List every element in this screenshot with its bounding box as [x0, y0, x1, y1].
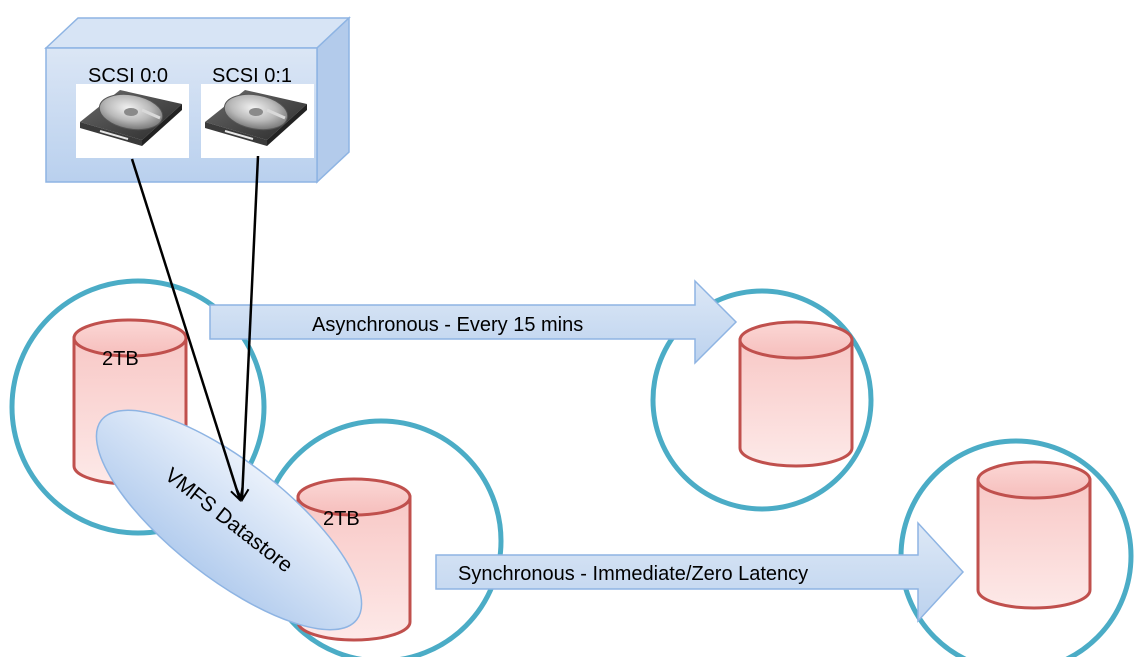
disk-scsi-0-1: SCSI 0:1: [201, 65, 314, 158]
disk-to-datastore-arrows: [130, 155, 260, 500]
cylinder-secondary-capacity: 2TB: [323, 508, 360, 530]
hard-drive-icon: [201, 84, 314, 158]
vmfs-datastore: VMFS Datastore: [95, 409, 363, 631]
mapping-arrow-scsi-0-1: [242, 155, 260, 500]
disk-scsi-0-0-label: SCSI 0:0: [88, 65, 168, 87]
disk-scsi-0-1-label: SCSI 0:1: [212, 65, 292, 87]
async-arrow-label: Asynchronous - Every 15 mins: [312, 314, 583, 336]
disk-scsi-0-0: SCSI 0:0: [76, 65, 189, 158]
sync-arrow: Synchronous - Immediate/Zero Latency: [435, 521, 965, 623]
async-arrow: Asynchronous - Every 15 mins: [209, 279, 738, 365]
cylinder-sync-target: [976, 460, 1092, 610]
mapping-arrow-scsi-0-0: [130, 158, 240, 500]
hard-drive-icon: [76, 84, 189, 158]
cylinder-async-target: [738, 320, 854, 468]
cylinder-primary-capacity: 2TB: [102, 348, 139, 370]
sync-arrow-label: Synchronous - Immediate/Zero Latency: [458, 563, 808, 585]
